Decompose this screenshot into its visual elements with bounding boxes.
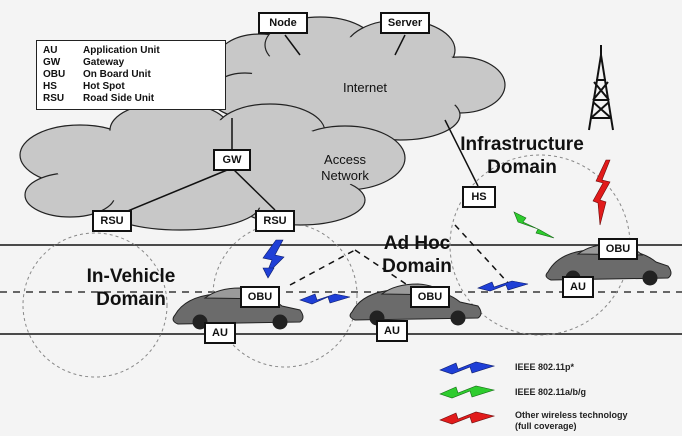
abbreviation-key: GW bbox=[43, 57, 61, 68]
tech-legend-green-label: IEEE 802.11a/b/g bbox=[515, 387, 587, 397]
internet-label: Internet bbox=[342, 80, 388, 95]
server-box: Server bbox=[380, 12, 430, 34]
tech-legend-blue-label: IEEE 802.11p* bbox=[515, 362, 575, 372]
au-2-box: AU bbox=[376, 320, 408, 342]
cell-tower-icon bbox=[588, 45, 614, 131]
abbreviation-key: OBU bbox=[43, 69, 66, 80]
access-network-cloud bbox=[19, 101, 406, 231]
rsu-right-box: RSU bbox=[255, 210, 295, 232]
abbreviation-row: AU Application Unit bbox=[43, 45, 219, 57]
au-3-box: AU bbox=[562, 276, 594, 298]
abbreviation-key: HS bbox=[43, 81, 57, 92]
link-node-internet bbox=[284, 34, 301, 56]
abbreviation-row: HS Hot Spot bbox=[43, 81, 219, 93]
adhoc-link-1 bbox=[289, 249, 356, 286]
internet-cloud bbox=[209, 16, 506, 141]
bolt-green-hs-obu bbox=[513, 211, 555, 239]
abbreviation-row: RSU Road Side Unit bbox=[43, 93, 219, 105]
bolt-blue-obu-obu bbox=[299, 293, 351, 305]
adhoc-link-3 bbox=[454, 224, 511, 286]
abbreviation-key: AU bbox=[43, 45, 58, 56]
infrastructure-domain-label: Infrastructure Domain bbox=[460, 134, 584, 178]
abbreviation-row: OBU On Board Unit bbox=[43, 69, 219, 81]
obu-2-box: OBU bbox=[410, 286, 450, 308]
abbreviation-meaning: On Board Unit bbox=[83, 69, 151, 80]
legend-bolt-green bbox=[439, 385, 496, 399]
bolt-red-tower-obu bbox=[592, 159, 611, 226]
link-hs-internet bbox=[444, 119, 479, 187]
adhoc-link-2 bbox=[354, 249, 416, 291]
node-box: Node bbox=[258, 12, 308, 34]
bolt-blue-rsu-obu bbox=[262, 239, 285, 279]
link-gw-rsu-right bbox=[231, 167, 276, 211]
access-network-label: Access Network bbox=[321, 152, 369, 183]
gw-box: GW bbox=[213, 149, 251, 171]
obu-3-box: OBU bbox=[598, 238, 638, 260]
legend-bolt-blue bbox=[439, 361, 496, 375]
abbreviation-meaning: Gateway bbox=[83, 57, 125, 68]
bolt-blue-obu-adhoc bbox=[477, 280, 529, 292]
coverage-circle-rsu-left bbox=[22, 232, 168, 378]
hs-box: HS bbox=[462, 186, 496, 208]
abbreviation-row: GW Gateway bbox=[43, 57, 219, 69]
rsu-left-box: RSU bbox=[92, 210, 132, 232]
tech-legend-red-label: Other wireless technology (full coverage… bbox=[515, 410, 628, 431]
ad-hoc-domain-label: Ad Hoc Domain bbox=[382, 233, 452, 277]
abbreviation-meaning: Hot Spot bbox=[83, 81, 125, 92]
abbreviation-meaning: Application Unit bbox=[83, 45, 160, 56]
au-1-box: AU bbox=[204, 322, 236, 344]
legend-bolt-red bbox=[439, 411, 496, 425]
obu-1-box: OBU bbox=[240, 286, 280, 308]
abbreviation-meaning: Road Side Unit bbox=[83, 93, 155, 104]
in-vehicle-domain-label: In-Vehicle Domain bbox=[86, 266, 176, 310]
abbreviation-key: RSU bbox=[43, 93, 65, 104]
link-server-internet bbox=[394, 34, 406, 56]
link-gw-rsu-left bbox=[117, 167, 233, 216]
